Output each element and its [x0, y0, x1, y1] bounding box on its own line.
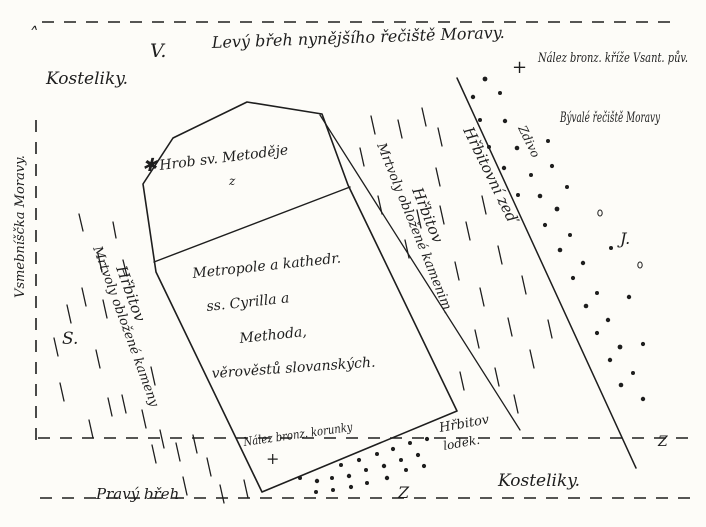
former-riverbed-dots: [470, 76, 646, 402]
church-outline: [142, 101, 458, 493]
label-grave-mark: z: [228, 174, 236, 188]
grave-chamber-divider: [153, 186, 351, 263]
label-west: S.: [62, 329, 78, 349]
label-crown-find: Nález bronz. korunky: [242, 420, 354, 449]
middle-cemetery-hatching: [359, 107, 553, 414]
label-cemetery-small-sub: lodek.: [442, 433, 481, 453]
label-kosteliky-bottom: Kosteliky.: [497, 471, 580, 491]
label-metropolis-line-1: Metropole a kathedr.: [191, 250, 342, 282]
corner-mark-top-left: ˄: [30, 24, 39, 45]
label-kosteliky-top: Kosteliky.: [45, 69, 128, 89]
cemetery-wall-line-2: [319, 114, 521, 431]
left-cemetery-hatching: [53, 213, 249, 504]
label-metropolis-line-2: ss. Cyrilla a: [206, 290, 290, 315]
cemetery-wall-line-1: [456, 77, 637, 469]
label-right-river-bank: Pravý břeh: [95, 485, 179, 503]
label-north: V.: [150, 40, 166, 62]
label-top-river-bank: Levý břeh nynějšího řečiště Moravy.: [210, 23, 505, 52]
crown-find-dots: [298, 436, 430, 494]
cross-find-marker: +: [512, 57, 527, 78]
label-right-mark: Z: [657, 434, 668, 450]
crown-find-marker: +: [266, 449, 279, 468]
label-metropolis-line-4: věrověstů slovanských.: [211, 354, 376, 382]
label-grave-st-methodius: Hrob sv. Metoděje: [158, 142, 290, 174]
label-south-mark: Z: [397, 483, 410, 502]
label-metropolis-line-3: Methoda,: [238, 324, 308, 347]
grave-star-marker: ✱: [142, 155, 159, 176]
label-cemetery-wall: Hřbitovní zeď: [459, 123, 523, 228]
label-left-river: Vsmebníščka Moravy.: [13, 155, 28, 298]
label-former-riverbed: Bývalé řečiště Moravy: [559, 109, 660, 126]
label-cross-find: Nález bronz. kříže Vsant. pův.: [537, 50, 688, 66]
label-east-mark: J.: [617, 229, 630, 248]
label-brickwork: Zdivo: [515, 122, 543, 159]
